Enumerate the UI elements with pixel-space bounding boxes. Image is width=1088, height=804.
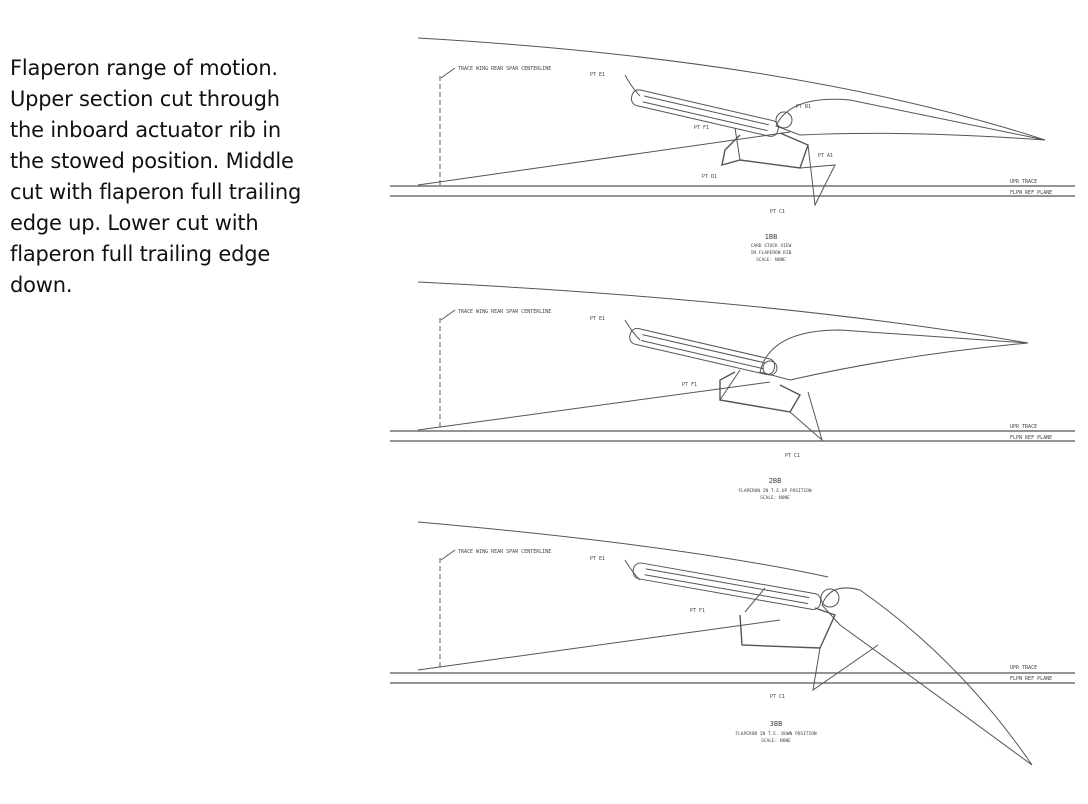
view-title-1c: SCALE: NONE	[756, 257, 786, 263]
hinge-3	[820, 588, 840, 608]
view-number-3: 3BB	[770, 720, 783, 728]
flaperon-1	[775, 98, 1046, 141]
label-upr-2: UPR TRACE	[1010, 424, 1037, 430]
view-title-1a: CARD STOCK VIEW	[751, 243, 792, 249]
view-title-3a: FLAPERON IN T.E. DOWN POSITION	[735, 731, 817, 737]
label-pt-1d: PT A1	[818, 153, 833, 159]
caption-line: Flaperon range of motion.	[10, 56, 278, 80]
view-3-te-down	[390, 521, 1075, 766]
view-title-1b: IN FLAPERON RIB	[751, 250, 792, 256]
label-trace-2: TRACE WING REAR SPAR CENTERLINE	[458, 309, 551, 315]
label-pt-1a: PT E1	[590, 72, 605, 78]
caption-line: down.	[10, 273, 73, 297]
wing-upper-surface-3	[417, 521, 829, 578]
label-pt-3c: PT C1	[770, 694, 785, 700]
label-ref-1: FLPN REF PLANE	[1010, 190, 1052, 196]
view-2-labels: TRACE WING REAR SPAR CENTERLINE PT E1 PT…	[458, 309, 1052, 501]
wing-lower-surface-2	[417, 381, 771, 431]
view-title-2b: SCALE: NONE	[760, 495, 790, 501]
label-pt-2a: PT E1	[590, 316, 605, 322]
label-pt-1b: PT B1	[796, 104, 811, 110]
caption-line: cut with flaperon full trailing	[10, 180, 302, 204]
caption-line: the stowed position. Middle	[10, 149, 294, 173]
label-pt-3b: PT F1	[690, 608, 705, 614]
label-trace-3: TRACE WING REAR SPAR CENTERLINE	[458, 549, 551, 555]
wing-upper-surface-2	[417, 281, 1029, 344]
wing-lower-surface-3	[417, 619, 781, 671]
actuator-2	[629, 327, 776, 376]
hinge-1	[775, 111, 793, 129]
label-pt-1f: PT C1	[770, 209, 785, 215]
caption-text: Flaperon range of motion. Upper section c…	[10, 53, 370, 301]
flaperon-2	[759, 329, 1029, 381]
label-ref-3: FLPN REF PLANE	[1010, 676, 1052, 682]
caption-line: Upper section cut through	[10, 87, 280, 111]
label-pt-3a: PT E1	[590, 556, 605, 562]
view-number-1: 1BB	[765, 233, 778, 241]
wing-upper-surface	[417, 37, 1046, 141]
label-pt-2c: PT C1	[785, 453, 800, 459]
label-pt-1e: PT D1	[702, 174, 717, 180]
linkage-2	[719, 371, 801, 413]
view-1-stowed	[390, 37, 1075, 207]
linkage-1	[721, 132, 809, 169]
view-number-2: 2BB	[769, 477, 782, 485]
caption-line: edge up. Lower cut with	[10, 211, 259, 235]
label-ref-2: FLPN REF PLANE	[1010, 435, 1052, 441]
view-2-te-up	[390, 281, 1075, 442]
actuator-1	[630, 89, 779, 137]
label-upr-1: UPR TRACE	[1010, 179, 1037, 185]
view-3-labels: TRACE WING REAR SPAR CENTERLINE PT E1 PT…	[458, 549, 1052, 744]
flaperon-3	[821, 587, 1033, 766]
label-upr-3: UPR TRACE	[1010, 665, 1037, 671]
actuator-3	[632, 562, 822, 610]
wing-lower-surface	[417, 131, 791, 186]
view-1-labels: TRACE WING REAR SPAR CENTERLINE PT E1 PT…	[458, 66, 1052, 263]
label-trace-1: TRACE WING REAR SPAR CENTERLINE	[458, 66, 551, 72]
label-pt-2b: PT F1	[682, 382, 697, 388]
view-title-2a: FLAPERON IN T.E.UP POSITION	[738, 488, 811, 494]
caption-line: flaperon full trailing edge	[10, 242, 271, 266]
view-title-3b: SCALE: NONE	[761, 738, 791, 744]
linkage-3	[739, 607, 836, 649]
caption-line: the inboard actuator rib in	[10, 118, 282, 142]
label-pt-1c: PT F1	[694, 125, 709, 131]
